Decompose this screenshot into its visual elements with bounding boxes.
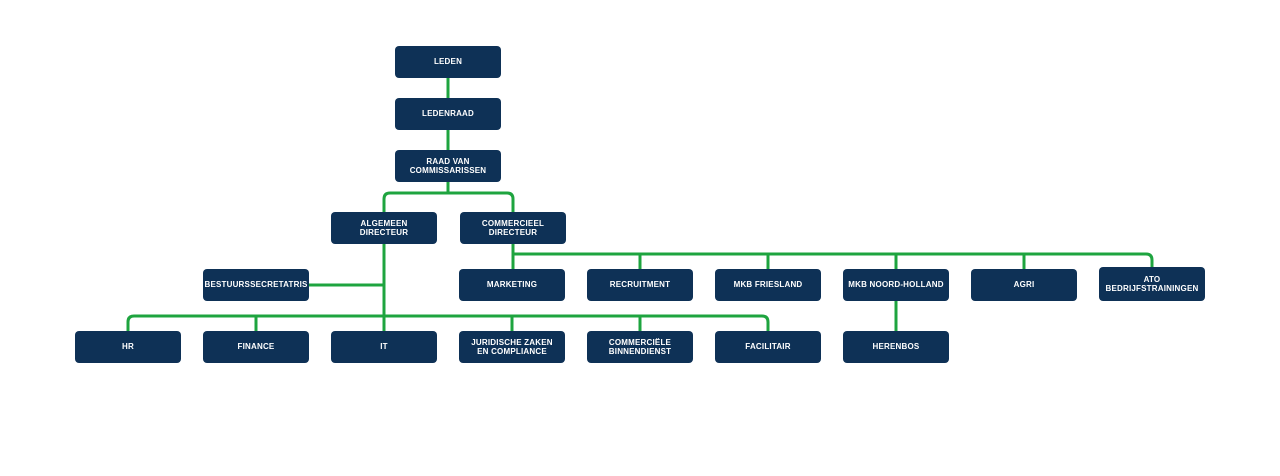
org-node-herenbos: HERENBOS <box>843 331 949 363</box>
org-node-label: MARKETING <box>486 280 538 290</box>
org-node-label: FACILITAIR <box>745 342 791 352</box>
org-node-label: IT <box>380 342 388 352</box>
org-node-label: COMMERCIEEL DIRECTEUR <box>481 218 545 238</box>
org-node-commercieel-directeur: COMMERCIEEL DIRECTEUR <box>460 212 566 244</box>
org-node-hr: HR <box>75 331 181 363</box>
org-node-label: HR <box>122 342 134 352</box>
org-node-label: ALGEMEEN DIRECTEUR <box>359 218 409 238</box>
org-node-label: FINANCE <box>237 342 275 352</box>
org-node-label: LEDENRAAD <box>421 109 475 119</box>
org-node-label: BESTUURSSECRETATRIS <box>204 280 308 290</box>
org-node-ledenraad: LEDENRAAD <box>395 98 501 130</box>
org-node-marketing: MARKETING <box>459 269 565 301</box>
org-node-mkb-noord-holland: MKB NOORD-HOLLAND <box>843 269 949 301</box>
org-node-label: MKB NOORD-HOLLAND <box>848 280 944 290</box>
org-node-leden: LEDEN <box>395 46 501 78</box>
org-node-label: MKB FRIESLAND <box>733 280 803 290</box>
org-node-ato-bedrijfstrainingen: ATO BEDRIJFSTRAININGEN <box>1099 267 1205 301</box>
org-node-label: ATO BEDRIJFSTRAININGEN <box>1105 274 1199 294</box>
org-node-label: JURIDISCHE ZAKEN EN COMPLIANCE <box>471 337 553 357</box>
org-node-juridische-zaken-en-compliance: JURIDISCHE ZAKEN EN COMPLIANCE <box>459 331 565 363</box>
org-node-commerciele-binnendienst: COMMERCIËLE BINNENDIENST <box>587 331 693 363</box>
org-node-mkb-friesland: MKB FRIESLAND <box>715 269 821 301</box>
org-node-facilitair: FACILITAIR <box>715 331 821 363</box>
org-node-recruitment: RECRUITMENT <box>587 269 693 301</box>
org-node-raad-van-commissarissen: RAAD VAN COMMISSARISSEN <box>395 150 501 182</box>
org-node-label: RECRUITMENT <box>609 280 671 290</box>
org-node-algemeen-directeur: ALGEMEEN DIRECTEUR <box>331 212 437 244</box>
org-node-label: HERENBOS <box>872 342 920 352</box>
org-node-it: IT <box>331 331 437 363</box>
org-node-finance: FINANCE <box>203 331 309 363</box>
org-node-label: LEDEN <box>433 57 463 67</box>
org-node-agri: AGRI <box>971 269 1077 301</box>
org-node-label: AGRI <box>1013 280 1035 290</box>
org-node-bestuurssecretatris: BESTUURSSECRETATRIS <box>203 269 309 301</box>
org-node-label: COMMERCIËLE BINNENDIENST <box>608 337 672 357</box>
org-node-label: RAAD VAN COMMISSARISSEN <box>409 156 487 176</box>
